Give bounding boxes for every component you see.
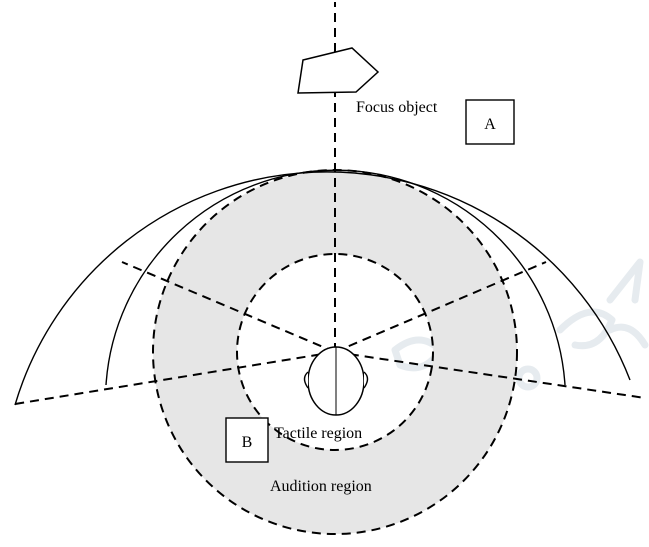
tactile-boundary-circle: [236, 253, 434, 451]
tactile-region-label: Tactile region: [274, 425, 362, 442]
outer-solid-arc: [14, 171, 631, 406]
box-b: [225, 417, 269, 463]
audition-region-label: Audition region: [270, 478, 372, 495]
focus-object-shape: [297, 47, 380, 94]
focus-object-label: Focus object: [356, 99, 438, 116]
box-a: [465, 99, 515, 145]
box-a-label: A: [484, 116, 496, 133]
head-icon: [303, 346, 369, 416]
box-b-label: B: [242, 434, 253, 451]
